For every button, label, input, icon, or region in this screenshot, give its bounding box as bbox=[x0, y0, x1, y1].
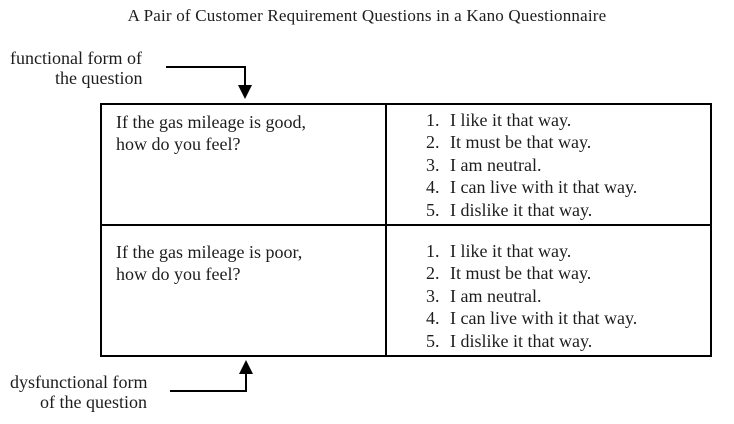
option-number: 2. bbox=[426, 132, 440, 153]
option-number: 1. bbox=[426, 110, 440, 130]
functional-form-label: functional form of the question bbox=[10, 48, 143, 88]
answer-option: 3. I am neutral. bbox=[426, 285, 710, 307]
functional-question-cell: If the gas mileage is good, how do you f… bbox=[102, 105, 387, 226]
functional-form-label-line2: the question bbox=[55, 68, 143, 88]
option-label: I dislike it that way. bbox=[450, 199, 593, 220]
question-line: If the gas mileage is poor, bbox=[116, 242, 303, 262]
answer-option: 2. It must be that way. bbox=[426, 262, 710, 284]
option-number: 4. bbox=[426, 308, 440, 329]
answer-option: 4. I can live with it that way. bbox=[426, 307, 710, 329]
option-label: I am neutral. bbox=[450, 154, 542, 175]
option-number: 2. bbox=[426, 263, 440, 284]
answer-option: 3. I am neutral. bbox=[426, 154, 710, 176]
dysfunctional-form-label: dysfunctional form of the question bbox=[10, 372, 147, 412]
dysfunctional-form-label-line1: dysfunctional form bbox=[10, 372, 148, 392]
option-label: I like it that way. bbox=[450, 110, 572, 130]
option-label: It must be that way. bbox=[450, 263, 592, 284]
questionnaire-table: If the gas mileage is good, how do you f… bbox=[100, 103, 712, 357]
option-label: I can live with it that way. bbox=[450, 177, 638, 198]
option-label: I like it that way. bbox=[450, 241, 572, 261]
functional-connector-arrow bbox=[166, 66, 252, 99]
option-number: 5. bbox=[426, 330, 440, 351]
functional-options-cell: 1. I like it that way. 2. It must be tha… bbox=[387, 105, 710, 226]
dysfunctional-form-label-line2: of the question bbox=[40, 392, 147, 412]
functional-form-label-line1: functional form of bbox=[10, 48, 142, 68]
answer-option: 1. I like it that way. bbox=[426, 109, 710, 131]
answer-option: 5. I dislike it that way. bbox=[426, 199, 710, 221]
option-number: 3. bbox=[426, 285, 440, 306]
dysfunctional-question-cell: If the gas mileage is poor, how do you f… bbox=[102, 226, 387, 355]
answer-option: 2. It must be that way. bbox=[426, 131, 710, 153]
figure-title: A Pair of Customer Requirement Questions… bbox=[127, 6, 607, 25]
option-number: 4. bbox=[426, 177, 440, 198]
answer-option: 4. I can live with it that way. bbox=[426, 176, 710, 198]
answer-option: 1. I like it that way. bbox=[426, 240, 710, 262]
option-number: 3. bbox=[426, 154, 440, 175]
option-label: I dislike it that way. bbox=[450, 330, 593, 351]
option-number: 1. bbox=[426, 241, 440, 261]
dysfunctional-connector-arrow bbox=[170, 360, 253, 392]
option-label: I am neutral. bbox=[450, 285, 542, 306]
option-label: It must be that way. bbox=[450, 132, 592, 153]
option-number: 5. bbox=[426, 199, 440, 220]
answer-option: 5. I dislike it that way. bbox=[426, 330, 710, 352]
question-line: how do you feel? bbox=[116, 134, 241, 154]
option-label: I can live with it that way. bbox=[450, 308, 638, 329]
question-line: If the gas mileage is good, bbox=[116, 112, 306, 132]
question-line: how do you feel? bbox=[116, 264, 241, 284]
dysfunctional-options-cell: 1. I like it that way. 2. It must be tha… bbox=[387, 226, 710, 355]
